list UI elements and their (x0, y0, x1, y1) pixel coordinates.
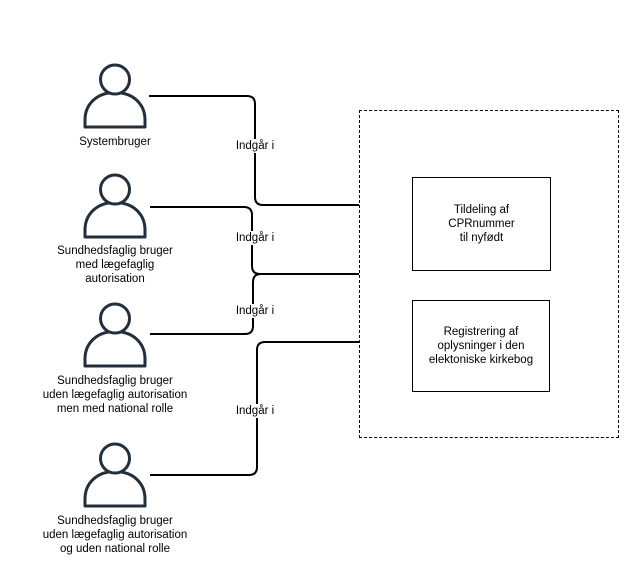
edge-label-indgaar-i-4: Indgår i (231, 404, 279, 418)
edge-label-indgaar-i-3: Indgår i (231, 304, 279, 318)
actor-label-bruger-med-autorisation: Sundhedsfaglig bruger med lægefaglig aut… (57, 245, 173, 285)
person-icon (83, 173, 147, 239)
edge-label-indgaar-i-2: Indgår i (231, 231, 279, 245)
actor-systembruger[interactable] (82, 63, 148, 129)
usecase-registrering-kirkebog[interactable]: Registrering af oplysninger i den elekto… (412, 300, 550, 392)
usecase-tildeling-cprnummer[interactable]: Tildeling af CPRnummer til nyfødt (412, 177, 551, 271)
actor-bruger-uden-rolle[interactable] (82, 442, 148, 508)
actor-label-bruger-uden-rolle: Sundhedsfaglig bruger uden lægefaglig au… (42, 515, 188, 555)
actor-label-bruger-national-rolle: Sundhedsfaglig bruger uden lægefaglig au… (42, 375, 188, 415)
person-icon (83, 302, 147, 368)
actor-label-systembruger: Systembruger (79, 136, 151, 148)
actor-bruger-med-autorisation[interactable] (82, 173, 148, 239)
actor-bruger-national-rolle[interactable] (82, 302, 148, 368)
person-icon (83, 63, 147, 129)
person-icon (83, 442, 147, 508)
edge-label-indgaar-i-1: Indgår i (231, 139, 279, 153)
